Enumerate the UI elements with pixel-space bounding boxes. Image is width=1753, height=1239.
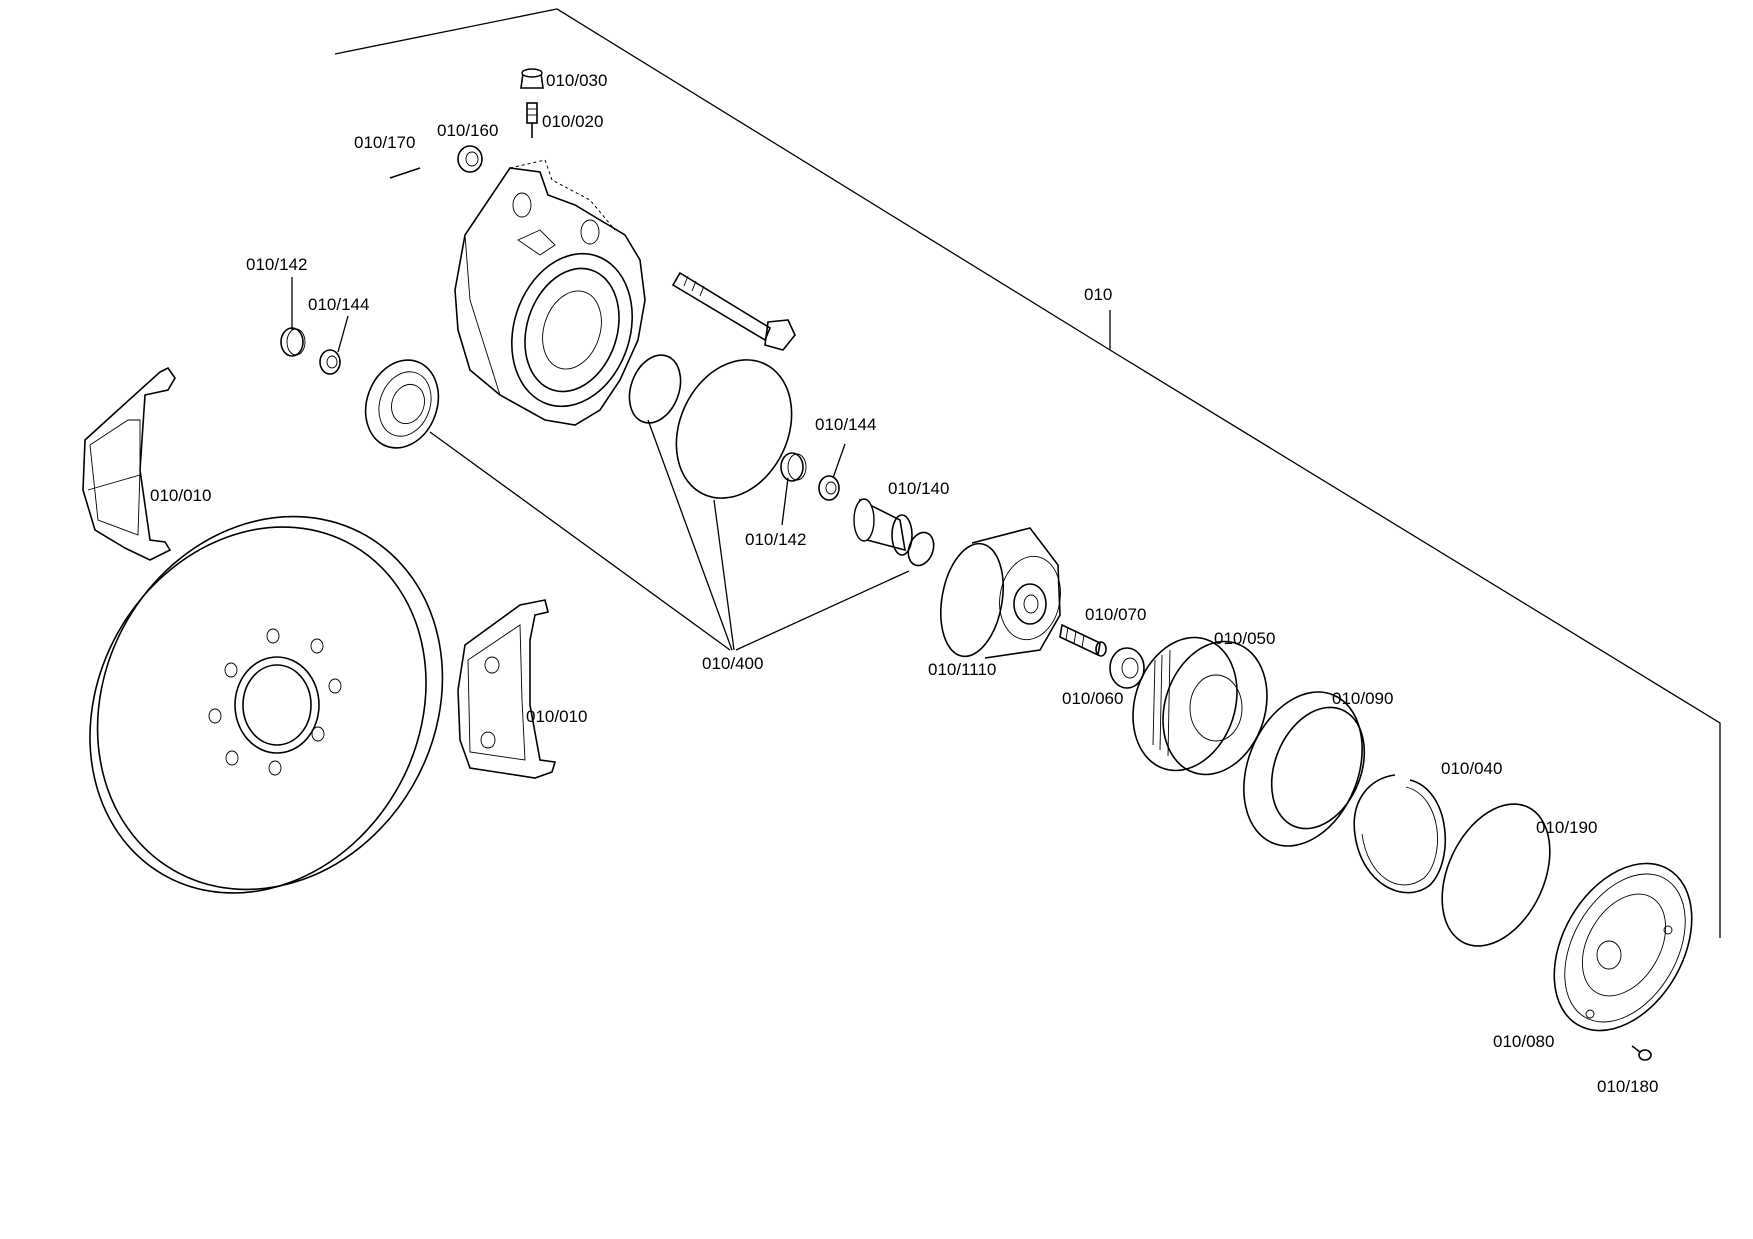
caliper-housing [454, 159, 646, 426]
label-010-144-lower: 010/144 [815, 415, 876, 434]
label-010-010-right: 010/010 [526, 707, 587, 726]
adjusting-screw-070 [1059, 623, 1107, 657]
label-010-140: 010/140 [888, 479, 949, 498]
o-ring-large [675, 359, 793, 499]
label-010-142-upper: 010/142 [246, 255, 307, 274]
ring-housing-090 [1243, 691, 1366, 847]
screw-180 [1631, 1045, 1652, 1061]
label-010-060: 010/060 [1062, 689, 1123, 708]
dust-seal [364, 359, 440, 449]
sleeve-140 [853, 498, 913, 556]
circlip-040 [1353, 774, 1447, 894]
label-010-190: 010/190 [1536, 818, 1597, 837]
label-010-030: 010/030 [546, 71, 607, 90]
o-ring-tiny [907, 531, 935, 567]
label-010-160: 010/160 [437, 121, 498, 140]
label-010-180: 010/180 [1597, 1077, 1658, 1096]
label-010-142-lower: 010/142 [745, 530, 806, 549]
group-bracket-line [334, 8, 1721, 938]
piston-1110 [940, 527, 1061, 659]
brake-disc [89, 515, 444, 894]
cover-plate-080 [1553, 862, 1693, 1032]
label-010-090: 010/090 [1332, 689, 1393, 708]
label-010-400: 010/400 [702, 654, 763, 673]
o-ring-small [628, 354, 682, 424]
brake-pad-left [82, 366, 176, 561]
bearing-142-upper [280, 327, 306, 357]
label-010-040: 010/040 [1441, 759, 1502, 778]
nut-160 [457, 145, 483, 173]
label-010-080: 010/080 [1493, 1032, 1554, 1051]
bearing-142-lower [780, 452, 807, 482]
label-group-010: 010 [1084, 285, 1112, 304]
threaded-adjuster-050 [1132, 636, 1268, 776]
label-010-170: 010/170 [354, 133, 415, 152]
label-010-020: 010/020 [542, 112, 603, 131]
ring-144-upper [319, 349, 341, 375]
label-010-144-upper: 010/144 [308, 295, 369, 314]
label-010-070: 010/070 [1085, 605, 1146, 624]
label-010-050: 010/050 [1214, 629, 1275, 648]
brake-pad-right [457, 599, 557, 779]
bleed-nipple-020 [526, 102, 538, 138]
label-010-010-left: 010/010 [150, 486, 211, 505]
split-pin-170 [389, 167, 421, 179]
cap-part-030 [520, 68, 544, 89]
ring-144-lower [818, 475, 840, 501]
label-010-1110: 010/1110 [928, 660, 996, 679]
caliper-bolt [671, 271, 796, 351]
hex-nut-060 [1109, 647, 1145, 689]
leader-lines [291, 277, 910, 651]
o-ring-190 [1441, 803, 1551, 947]
